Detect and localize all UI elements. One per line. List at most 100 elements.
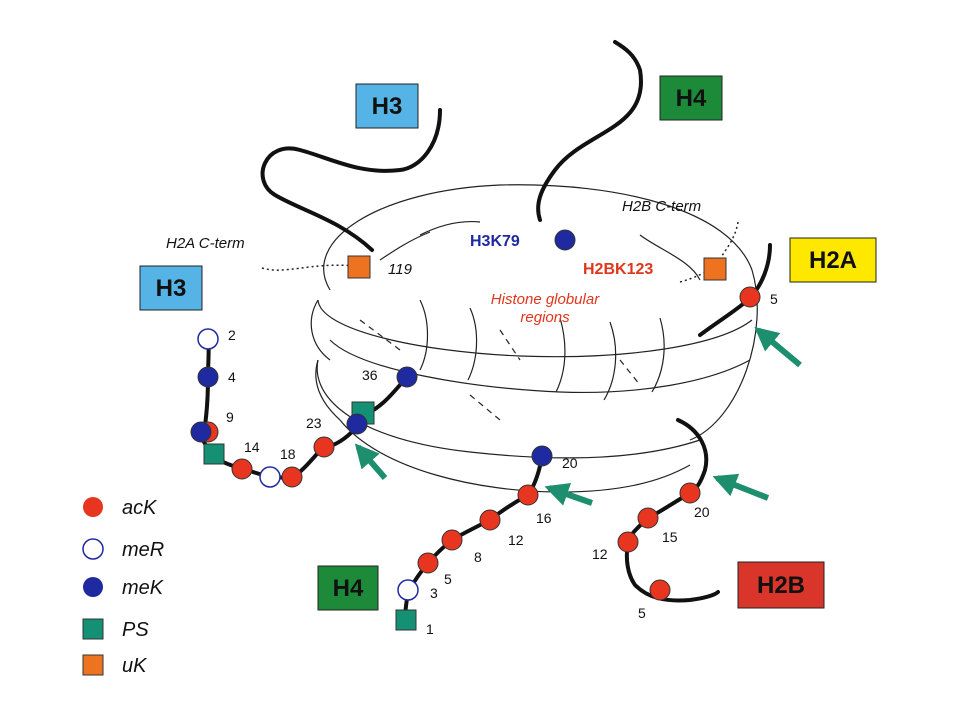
ps-marker-h4-1 [395,609,417,631]
residue-number: 1 [426,621,434,637]
ack-marker-h2b-5 [649,579,671,601]
dna-wrap-line-5 [651,317,665,393]
dna-wrap-line-2 [467,307,478,381]
core-top-inner-3 [379,231,431,261]
mek-marker-h4-20 [531,445,553,467]
mek-marker-h3-27 [346,413,368,435]
h3k79-label: H3K79 [470,233,520,250]
residue-number: 36 [362,367,378,383]
mer-marker-h3-17 [259,466,281,488]
residue-number: 12 [508,532,524,548]
h4-top-box-label: H4 [676,85,707,112]
h4-top-box [659,75,723,121]
legend-uk-marker [82,654,104,676]
h3-top-box [355,83,419,129]
h2bk123-tail [679,267,716,283]
uk-marker-h2bk123 [703,257,727,281]
residue-number: 16 [536,510,552,526]
h2b-box [737,561,825,609]
arrow-h2b [712,473,770,501]
core-upper-disc-bottom [329,339,751,393]
ack-marker-h4-16 [517,484,539,506]
core-dash-1 [359,319,401,351]
legend-ack-label: acK [122,497,158,519]
nucleosome-core [310,184,758,493]
core-top-outline [323,184,758,441]
mek-marker-h3-4 [197,366,219,388]
h2a-cterm-tail [261,264,356,271]
residue-number: 4 [228,369,236,385]
h3-top-tail [260,108,442,252]
arrow-h2a [754,326,802,368]
residue-number: 14 [244,439,260,455]
core-upper-disc [317,299,753,358]
residue-number: 18 [280,446,296,462]
core-top-inner-1 [419,220,481,236]
h2a-cterm-label: H2A C-term [166,235,245,252]
h4-top-tail [536,40,644,222]
residue-number: 23 [306,415,322,431]
h2bk123-label: H2BK123 [583,261,653,278]
legend-mer-marker [82,538,104,560]
h2b-box-label: H2B [757,572,805,599]
h4-bottom-box [317,565,379,611]
ack-marker-h3-18 [281,466,303,488]
residue-number: 3 [430,585,438,601]
h2b-cterm-tail [717,221,739,263]
core-dash-4 [469,394,501,421]
core-lower-disc [316,359,701,459]
ack-marker-h2b-12 [617,531,639,553]
h2a-box [789,237,877,283]
h2b-cterm-label: H2B C-term [622,198,701,215]
ack-marker-h4-12 [479,509,501,531]
ack-marker-h2a-5 [739,286,761,308]
dna-wrap-line-4 [603,321,617,401]
residue-number: 9 [226,409,234,425]
dna-wrap-line-1 [419,299,429,371]
residue-number: 15 [662,529,678,545]
ack-marker-h3-14 [231,458,253,480]
legend: acK meR meK PS uK [82,497,165,677]
residue-number: 12 [592,546,608,562]
core-left-edge-2 [315,359,341,421]
ack-marker-h2b-20 [679,482,701,504]
ack-marker-h4-5 [417,552,439,574]
residue-number: 5 [444,571,452,587]
legend-mer-label: meR [122,539,164,561]
legend-uk-label: uK [122,655,148,677]
mer-marker-h3-2 [197,328,219,350]
modification-markers [190,229,761,631]
residue-number: 20 [562,455,578,471]
residue-number: 20 [694,504,710,520]
residue-number: 5 [770,291,778,307]
mek-marker-h3k79 [554,229,576,251]
globular-label-line1: Histone globular [491,291,600,308]
mek-marker-h3-9 [190,421,212,443]
legend-ps-marker [82,618,104,640]
h3-top-box-label: H3 [372,93,403,120]
residue-number: 5 [638,605,646,621]
residue-number: 8 [474,549,482,565]
h4-bottom-box-label: H4 [333,575,364,602]
h3-left-box [139,265,203,311]
legend-ack-marker [83,497,103,517]
ack-marker-h3-23 [313,436,335,458]
ps-marker-h3-10 [203,443,225,465]
core-top-inner-2 [639,234,701,281]
arrow-h3 [354,443,388,480]
legend-ps-label: PS [122,619,149,641]
core-left-edge [310,299,331,361]
globular-label-line2: regions [520,309,570,326]
legend-mek-label: meK [122,577,165,599]
mer-marker-h4-3 [397,579,419,601]
ack-marker-h4-8 [441,529,463,551]
h2a-box-label: H2A [809,247,857,274]
h2b-tail [624,418,720,603]
legend-mek-marker [83,577,103,597]
residue-number: 2 [228,327,236,343]
arrow-h4 [544,482,593,506]
h3-left-tail [200,336,409,481]
dna-wrap-line-3 [555,317,566,393]
mek-marker-h3-36 [396,366,418,388]
